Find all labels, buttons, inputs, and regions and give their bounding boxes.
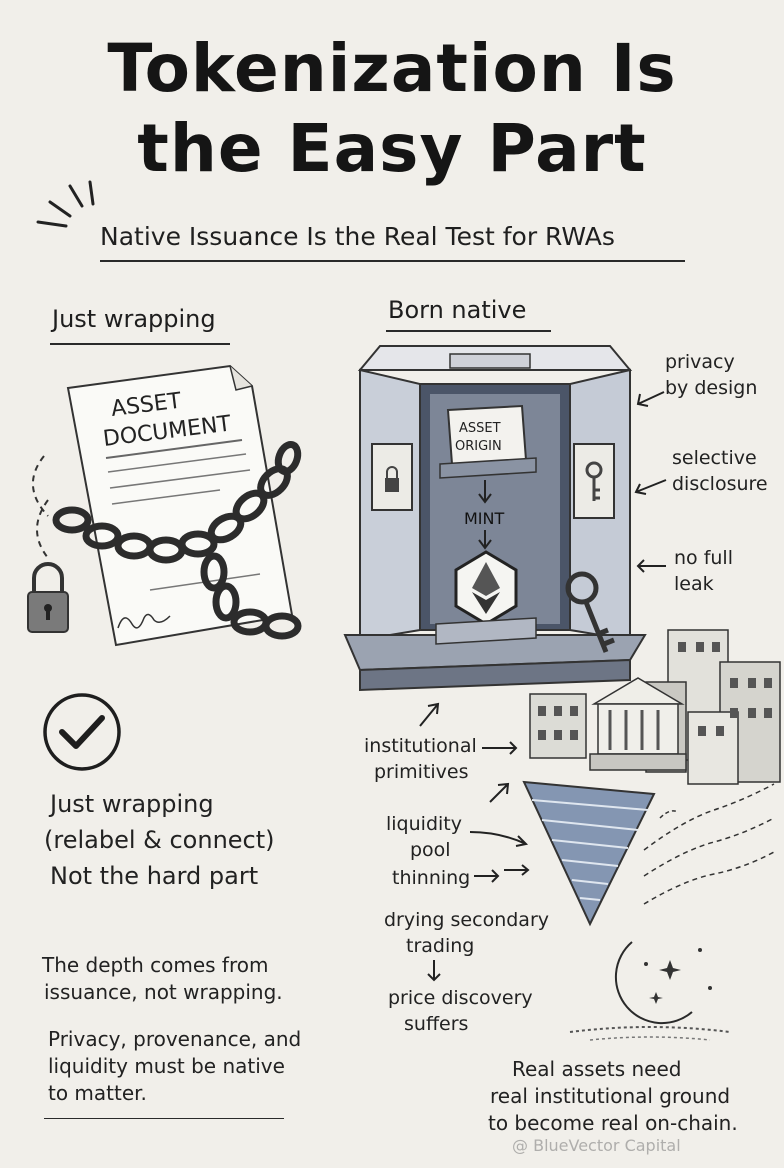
liquidity-arrow-icon	[469, 831, 529, 847]
institutional-arrow-icon	[482, 741, 518, 755]
drying-annotation-line1: drying secondary	[384, 909, 549, 931]
origin-label-line1: ASSET	[459, 421, 501, 436]
closing-line1: Real assets need	[512, 1057, 682, 1081]
liquidity-annotation-line1: liquidity	[386, 813, 462, 835]
drying-down-arrow-icon	[427, 960, 441, 982]
price-annotation-line1: price discovery	[388, 987, 533, 1009]
thinning-arrow-icon	[474, 864, 530, 883]
origin-label-line2: ORIGIN	[455, 439, 502, 454]
privacy-annotation-line2: by design	[665, 377, 758, 399]
page-title-line2: the Easy Part	[137, 110, 647, 187]
wrap-arrow-icon	[36, 499, 49, 559]
chained-document-illustration: ASSET DOCUMENT	[27, 364, 302, 647]
liquidity-pool-illustration	[522, 780, 679, 927]
closing-line2: real institutional ground	[490, 1084, 731, 1108]
leak-arrow-icon	[636, 559, 666, 573]
selective-annotation-line2: disclosure	[672, 473, 768, 495]
watermark: @ BlueVector Capital	[512, 1136, 681, 1155]
conclusion-p2-line2: liquidity must be native	[48, 1054, 285, 1078]
born-native-heading: Born native	[388, 296, 527, 324]
moon-illustration	[569, 941, 731, 1041]
document-icon	[66, 364, 294, 647]
conclusion-p1-line1: The depth comes from	[42, 953, 269, 977]
ripple-lines-icon	[643, 783, 775, 905]
page-title-line1: Tokenization Is	[107, 30, 677, 107]
emphasis-strokes-icon	[36, 180, 95, 228]
price-annotation-line2: suffers	[404, 1013, 469, 1035]
wrapping-summary-line1: Just wrapping	[50, 790, 214, 818]
selective-annotation-line1: selective	[672, 447, 757, 469]
drying-annotation-line2: trading	[406, 935, 475, 957]
selective-arrow-icon	[634, 479, 667, 495]
institutional-annotation-line1: institutional	[364, 735, 477, 757]
checkmark-icon	[43, 693, 121, 771]
just-wrapping-heading: Just wrapping	[52, 305, 216, 333]
closing-line3: to become real on-chain.	[488, 1111, 738, 1135]
conclusion-p1-line2: issuance, not wrapping.	[44, 980, 283, 1004]
wall-lock-icon	[371, 443, 413, 511]
conclusion-p2-line1: Privacy, provenance, and	[48, 1027, 302, 1051]
leak-annotation-line1: no full	[674, 547, 733, 569]
privacy-annotation-line1: privacy	[665, 351, 735, 373]
liquidity-annotation-line2: pool	[410, 839, 451, 861]
institutional-up-arrow-icon	[419, 702, 440, 727]
just-wrapping-underline	[50, 343, 230, 345]
institutional-annotation-line2: primitives	[374, 761, 469, 783]
native-vault-illustration: ASSET ORIGIN MINT	[343, 345, 647, 692]
ethereum-token-icon	[454, 550, 518, 626]
privacy-arrow-icon	[636, 391, 665, 407]
wrapping-summary-line2: (relabel & connect)	[44, 826, 275, 854]
conclusion-p2-line3: to matter.	[48, 1081, 147, 1105]
wall-key-icon	[573, 443, 615, 519]
born-native-underline	[386, 330, 551, 332]
chain-icon	[52, 440, 302, 640]
subtitle: Native Issuance Is the Real Test for RWA…	[100, 222, 615, 251]
mint-label: MINT	[464, 509, 504, 528]
wrapping-summary-line3: Not the hard part	[50, 862, 259, 890]
padlock-icon	[27, 562, 69, 633]
key-icon	[565, 571, 615, 653]
pool-up-arrow-icon	[489, 782, 510, 803]
subtitle-underline	[100, 260, 685, 262]
conclusion-underline	[44, 1118, 284, 1119]
liquidity-annotation-line3: thinning	[392, 867, 471, 889]
institutional-city-illustration	[529, 629, 781, 785]
leak-annotation-line2: leak	[674, 573, 714, 595]
